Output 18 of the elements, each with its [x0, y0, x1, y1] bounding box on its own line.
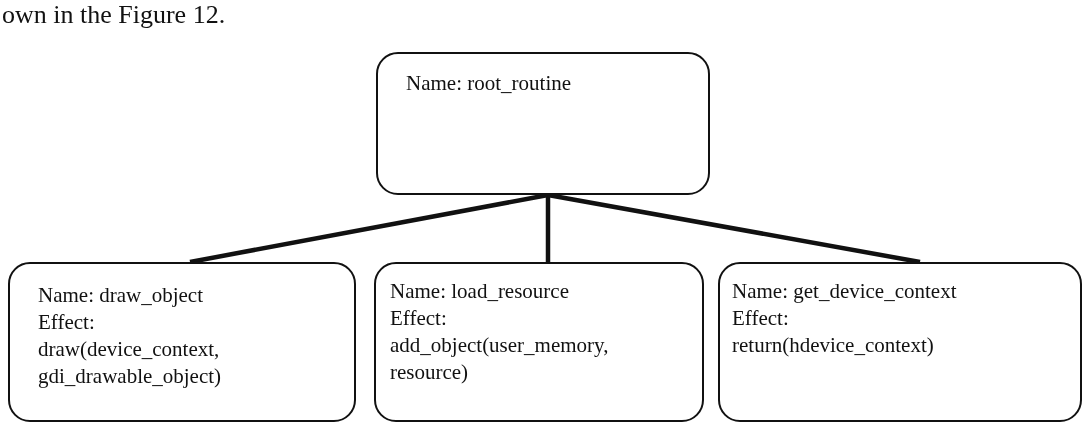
routine-box: [376, 52, 710, 195]
routine-name: Name: load_resource: [390, 278, 570, 305]
effect-heading: Effect:: [390, 305, 448, 332]
effect-heading: Effect:: [732, 305, 790, 332]
routine-name: Name: get_device_context: [732, 278, 958, 305]
effect-text: draw(device_context, gdi_drawable_object): [38, 336, 223, 390]
body-text: own in the Figure 12.: [2, 0, 226, 30]
connector-line: [547, 192, 921, 265]
routine-box: [8, 262, 356, 422]
connector-line: [545, 195, 551, 262]
routine-box: [374, 262, 704, 422]
effect-text: add_object(user_memory, resource): [390, 332, 610, 386]
routine-name: Name: root_routine: [406, 70, 573, 97]
effect-heading: Effect:: [38, 309, 96, 336]
routine-box: [718, 262, 1082, 422]
connector-line: [189, 192, 549, 265]
routine-name: Name: draw_object: [38, 282, 205, 309]
effect-text: return(hdevice_context): [732, 332, 935, 359]
